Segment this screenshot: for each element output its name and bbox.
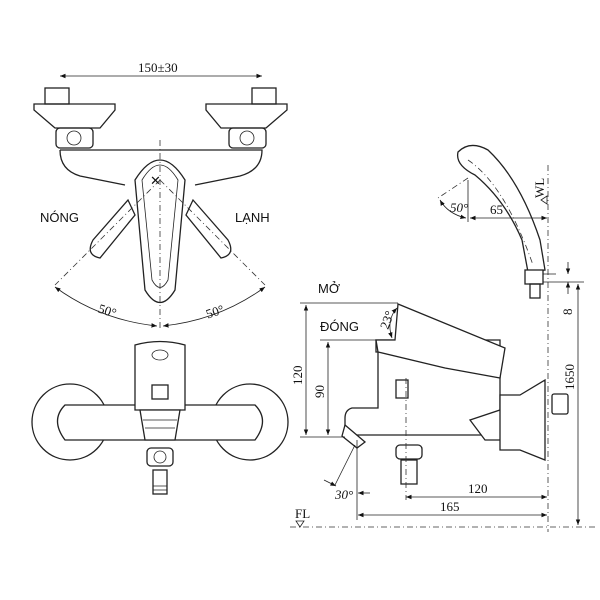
top-view: 150±30 ✕ NÓNG LẠNH 50° 50° <box>33 60 288 330</box>
left-wall-fitting <box>33 87 116 149</box>
side-view: FL MỞ ĐÓNG 120 90 23° 30° 120 165 <box>290 144 595 532</box>
hot-label: NÓNG <box>40 210 79 225</box>
shower-holder <box>524 269 544 285</box>
cold-angle-label: 50° <box>204 302 226 322</box>
hot-handle-position <box>89 198 136 259</box>
hose-connector <box>146 447 174 467</box>
hot-angle-label: 50° <box>96 301 118 321</box>
hose-stub <box>152 469 168 495</box>
wall-cap <box>551 393 569 415</box>
open-label: MỞ <box>318 281 340 296</box>
lever-angle-label: 23° <box>377 309 397 331</box>
water-level-label: WL <box>532 178 547 198</box>
shower-angle-label: 50° <box>450 200 468 215</box>
shower-offset-label: 65 <box>490 202 503 217</box>
closed-label: ĐÓNG <box>320 319 359 334</box>
side-indicator <box>395 379 409 399</box>
brand-mark: ✕ <box>150 173 161 188</box>
spout-angle-label: 30° <box>334 487 353 502</box>
body-bar <box>59 149 263 186</box>
hot-angle-arc <box>54 286 158 328</box>
total-projection-label: 165 <box>440 499 460 514</box>
front-aerator <box>139 409 181 441</box>
mount-height-label: 1650 <box>562 364 577 390</box>
right-wall-fitting <box>205 87 288 149</box>
side-hose-connector <box>395 444 423 460</box>
spout-projection-label: 120 <box>468 481 488 496</box>
lever-angle-arc <box>388 307 398 339</box>
hand-shower <box>456 144 546 273</box>
shower-angle-arc <box>439 199 467 219</box>
cold-angle-arc <box>162 286 266 328</box>
closed-height-label: 90 <box>312 385 327 398</box>
side-lever-open <box>375 303 506 379</box>
holder-offset-label: 8 <box>560 309 575 316</box>
front-handle <box>134 340 186 411</box>
cold-handle-position <box>185 198 232 259</box>
floor-level-label: FL <box>295 506 310 521</box>
cold-label: LẠNH <box>235 210 270 225</box>
open-height-label: 120 <box>290 366 305 386</box>
front-view <box>31 340 289 495</box>
width-dimension-label: 150±30 <box>138 60 178 75</box>
side-escutcheon <box>499 378 546 461</box>
